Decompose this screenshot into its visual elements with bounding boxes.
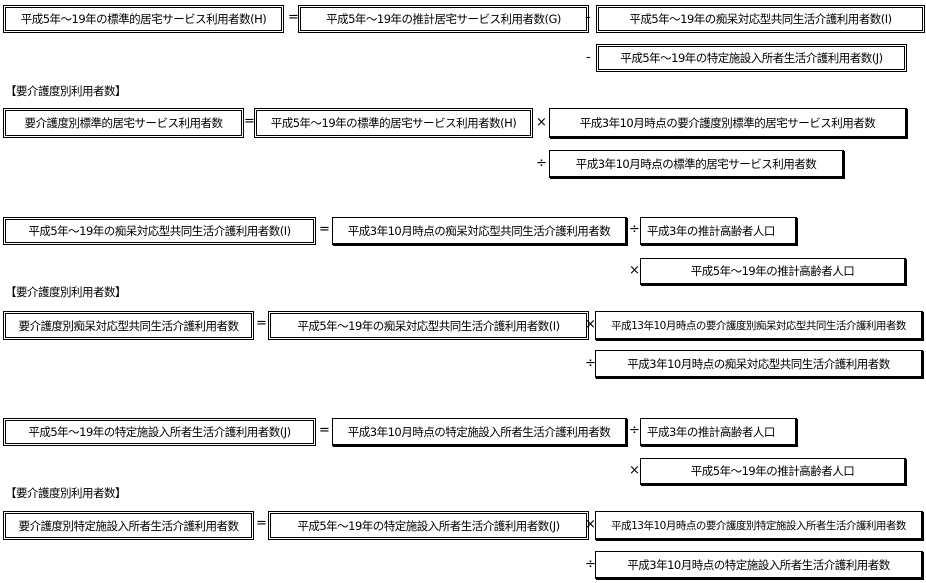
section-label: 【要介護度別利用者数】 — [5, 285, 127, 299]
formula-box-lhs: 要介護度別特定施設入所者生活介護利用者数 — [3, 511, 254, 540]
formula-box-i: 平成5年～19年の痴呆対応型共同生活介護利用者数(I) — [596, 5, 925, 33]
divide-sign: ÷ — [629, 222, 640, 237]
formula-box-pop3: 平成3年の推計高齢者人口 — [640, 418, 797, 446]
formula-box-h: 平成5年～19年の標準的居宅サービス利用者数(H) — [3, 5, 284, 33]
formula-box-base: 平成3年10月時点の痴呆対応型共同生活介護利用者数 — [332, 217, 627, 245]
section-label: 【要介護度別利用者数】 — [5, 486, 127, 500]
formula-box-denominator: 平成3年10月時点の特定施設入所者生活介護利用者数 — [595, 551, 923, 579]
times-sign: × — [629, 263, 640, 278]
formula-box-lhs: 要介護度別痴呆対応型共同生活介護利用者数 — [3, 311, 254, 340]
formula-box-j: 平成5年～19年の特定施設入所者生活介護利用者数(J) — [268, 511, 589, 540]
formula-box-numerator: 平成13年10月時点の要介護度別特定施設入所者生活介護利用者数 — [595, 511, 923, 540]
formula-box-numerator: 平成3年10月時点の要介護度別標準的居宅サービス利用者数 — [549, 108, 907, 138]
formula-box-h: 平成5年～19年の標準的居宅サービス利用者数(H) — [254, 108, 533, 138]
equals-sign: = — [319, 423, 330, 438]
formula-box-lhs: 要介護度別標準的居宅サービス利用者数 — [3, 108, 244, 138]
formula-box-numerator: 平成13年10月時点の要介護度別痴呆対応型共同生活介護利用者数 — [595, 311, 923, 340]
formula-box-pop519: 平成5年～19年の推計高齢者人口 — [640, 458, 906, 485]
divide-sign: ÷ — [536, 156, 547, 171]
formula-box-pop519: 平成5年～19年の推計高齢者人口 — [640, 258, 906, 285]
divide-sign: ÷ — [629, 423, 640, 438]
equals-sign: = — [319, 222, 330, 237]
equals-sign: = — [288, 10, 299, 25]
formula-box-denominator: 平成3年10月時点の痴呆対応型共同生活介護利用者数 — [595, 350, 923, 378]
divide-sign: ÷ — [585, 356, 596, 371]
minus-sign: - — [586, 10, 591, 25]
times-sign: × — [585, 517, 596, 532]
formula-box-j: 平成5年～19年の特定施設入所者生活介護利用者数(J) — [596, 44, 907, 72]
minus-sign: - — [586, 50, 591, 65]
formula-box-pop3: 平成3年の推計高齢者人口 — [640, 217, 797, 245]
equals-sign: = — [244, 114, 255, 129]
equals-sign: = — [256, 316, 267, 331]
divide-sign: ÷ — [585, 557, 596, 572]
times-sign: × — [629, 463, 640, 478]
formula-box-denominator: 平成3年10月時点の標準的居宅サービス利用者数 — [549, 150, 844, 178]
formula-box-i: 平成5年～19年の痴呆対応型共同生活介護利用者数(I) — [268, 311, 589, 340]
times-sign: × — [536, 115, 547, 130]
equals-sign: = — [256, 516, 267, 531]
formula-box-base: 平成3年10月時点の特定施設入所者生活介護利用者数 — [332, 418, 627, 446]
formula-box-j: 平成5年～19年の特定施設入所者生活介護利用者数(J) — [3, 418, 316, 446]
section-label: 【要介護度別利用者数】 — [5, 84, 127, 98]
formula-box-i: 平成5年～19年の痴呆対応型共同生活介護利用者数(I) — [3, 217, 316, 245]
formula-box-g: 平成5年～19年の推計居宅サービス利用者数(G) — [298, 5, 589, 33]
times-sign: × — [585, 317, 596, 332]
